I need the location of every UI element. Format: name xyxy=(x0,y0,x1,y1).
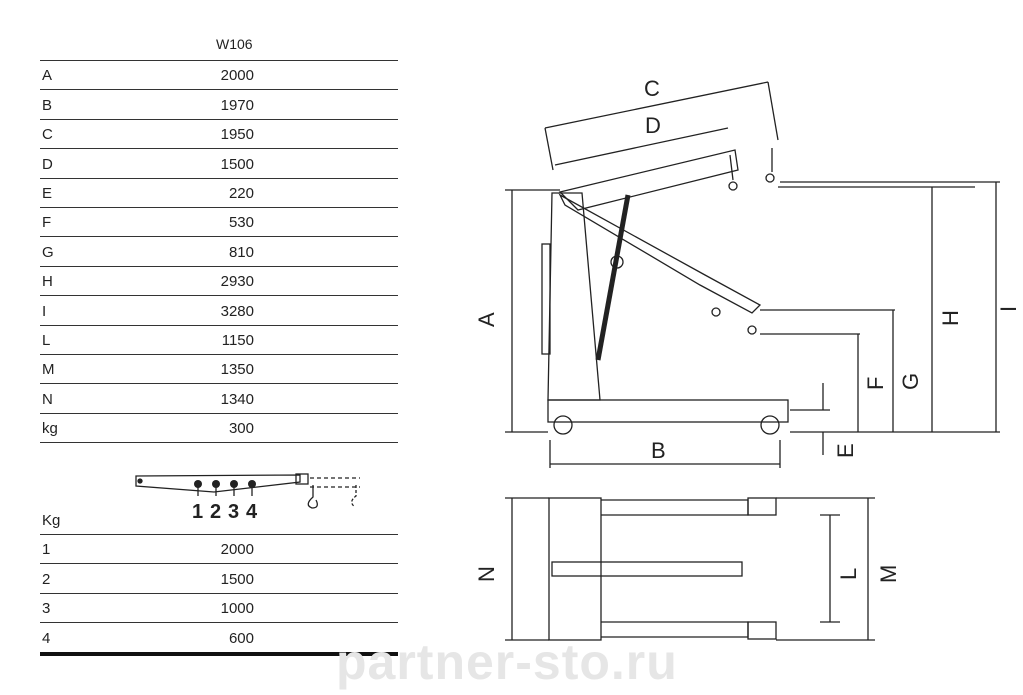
label-f: F xyxy=(863,377,888,390)
row-value: 1500 xyxy=(220,155,254,173)
label-a: A xyxy=(474,312,499,327)
label-h: H xyxy=(938,310,963,326)
row-key: I xyxy=(42,302,47,320)
load-table-header: Kg xyxy=(42,512,61,529)
row-key: B xyxy=(42,96,53,114)
row-value: 1500 xyxy=(220,570,254,588)
row-value: 2000 xyxy=(220,67,254,85)
table-row: 2 1500 xyxy=(40,564,398,594)
row-key: F xyxy=(42,214,52,232)
position-2: 2 xyxy=(210,501,221,523)
label-b: B xyxy=(651,438,666,463)
label-l: L xyxy=(836,568,861,580)
row-key: G xyxy=(42,243,54,261)
table-row: kg 300 xyxy=(40,414,398,444)
table-row: 4 600 xyxy=(40,623,398,656)
row-key: D xyxy=(42,155,53,173)
table-row: M 1350 xyxy=(40,355,398,385)
row-value: 1340 xyxy=(220,390,254,408)
label-g: G xyxy=(898,373,923,390)
row-key: N xyxy=(42,390,53,408)
row-key: C xyxy=(42,126,53,144)
row-key: L xyxy=(42,331,51,349)
row-value: 2000 xyxy=(220,541,254,559)
row-key: H xyxy=(42,273,53,291)
position-3: 3 xyxy=(228,501,239,523)
label-d: D xyxy=(645,113,661,138)
table-row: L 1150 xyxy=(40,326,398,355)
row-value: 300 xyxy=(228,420,254,438)
watermark: partner-sto.ru xyxy=(336,634,678,690)
label-m: M xyxy=(876,565,901,583)
table-row: I 3280 xyxy=(40,296,398,326)
table-row: F 530 xyxy=(40,208,398,238)
boom-positions-illustration: 1 2 3 4 xyxy=(135,473,360,523)
model-header: W106 xyxy=(216,36,253,52)
table-row: 3 1000 xyxy=(40,594,398,624)
row-key: E xyxy=(42,184,53,202)
row-key: M xyxy=(42,361,55,379)
table-row: 1 2000 xyxy=(40,535,398,565)
row-key: 4 xyxy=(42,629,51,647)
row-value: 1000 xyxy=(220,600,254,618)
table-row: C 1950 xyxy=(40,120,398,150)
table-row: G 810 xyxy=(40,237,398,267)
table-row: H 2930 xyxy=(40,267,398,297)
row-key: 2 xyxy=(42,570,51,588)
label-c: C xyxy=(644,76,660,101)
row-value: 1950 xyxy=(220,126,254,144)
table-row: E 220 xyxy=(40,179,398,208)
row-key: kg xyxy=(42,420,58,438)
label-i: I xyxy=(996,306,1021,312)
row-value: 1350 xyxy=(220,361,254,379)
row-key: 3 xyxy=(42,600,51,618)
label-e: E xyxy=(833,443,858,458)
label-n: N xyxy=(474,566,499,582)
table-row: D 1500 xyxy=(40,149,398,179)
row-value: 1150 xyxy=(221,331,254,349)
row-value: 530 xyxy=(228,214,254,232)
row-value: 600 xyxy=(228,629,254,647)
position-1: 1 xyxy=(192,501,203,523)
table-row: A 2000 xyxy=(40,61,398,91)
row-key: A xyxy=(42,67,53,85)
row-value: 810 xyxy=(228,243,254,261)
row-value: 2930 xyxy=(220,273,254,291)
top-view xyxy=(505,497,875,641)
row-value: 1970 xyxy=(220,96,254,114)
position-4: 4 xyxy=(246,501,258,523)
table-row: N 1340 xyxy=(40,384,398,414)
row-key: 1 xyxy=(42,541,51,559)
side-view xyxy=(505,81,1000,468)
table-row: B 1970 xyxy=(40,90,398,120)
load-table: 1 2000 2 1500 3 1000 4 600 xyxy=(40,534,398,656)
row-value: 3280 xyxy=(220,302,254,320)
row-value: 220 xyxy=(228,184,254,202)
